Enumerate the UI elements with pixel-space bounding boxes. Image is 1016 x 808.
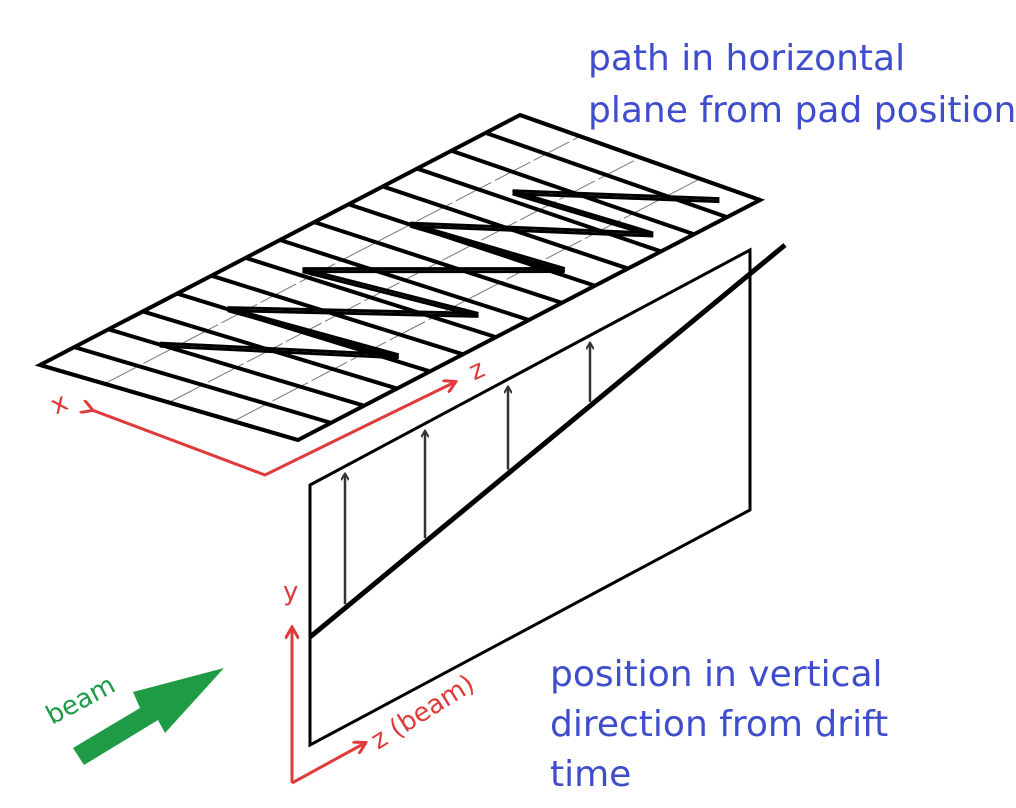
drift-arrows <box>345 343 590 605</box>
pad-row-line <box>210 273 464 357</box>
z-beam-axis-arrow <box>291 743 365 785</box>
y-axis-label: y <box>283 577 298 607</box>
vertical-annotation-line3: time <box>550 754 631 795</box>
vertical-annotation-line1: position in vertical <box>550 654 883 695</box>
beam-arrow-icon <box>73 668 224 765</box>
horizontal-annotation-line2: plane from pad position <box>588 90 1016 131</box>
pad-row-line <box>485 130 728 220</box>
pad-plane-outline <box>34 112 766 443</box>
pad-row-line <box>245 255 497 340</box>
horizontal-annotation-line1: path in horizontal <box>588 38 905 79</box>
vertical-plane <box>308 247 752 748</box>
pad-row-line <box>416 166 662 254</box>
z-axis-label: z <box>464 354 489 387</box>
pad-plane <box>34 112 766 443</box>
z-beam-axis-label: z (beam) <box>366 669 480 756</box>
track-path-projection <box>159 192 720 360</box>
x-axis-label: x <box>46 387 73 421</box>
track-path-projection <box>159 189 720 357</box>
x-z-axes <box>92 382 455 477</box>
track-line <box>308 243 787 639</box>
vertical-annotation-line2: direction from drift <box>550 704 888 745</box>
pad-row-line <box>279 238 530 322</box>
pad-row-line <box>313 220 563 305</box>
beam-label: beam <box>41 670 120 731</box>
